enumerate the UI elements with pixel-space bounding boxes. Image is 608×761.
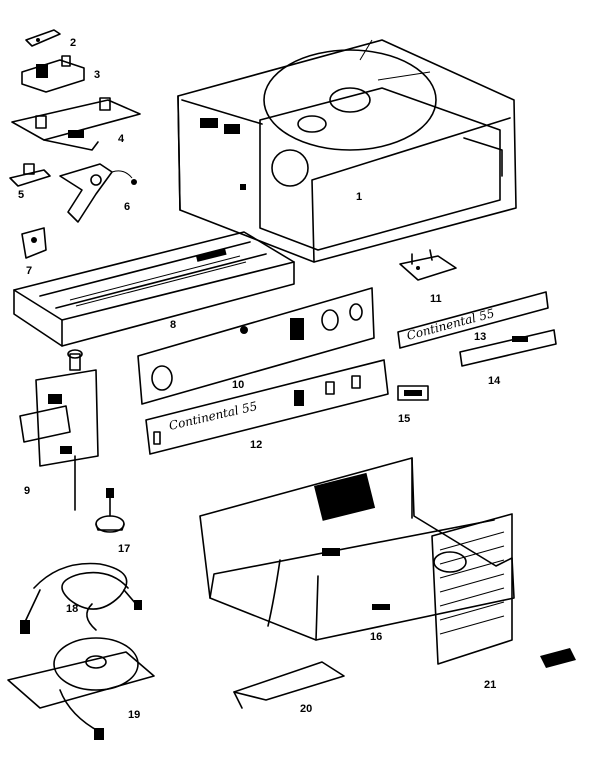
- part-2-label: 2: [70, 37, 76, 49]
- part-14-strip: [459, 329, 557, 367]
- part-7-label: 7: [26, 265, 32, 277]
- part-12-trim-strip: [145, 359, 389, 455]
- part-21-label: 21: [484, 679, 496, 691]
- part-6-lever-arm: [59, 163, 137, 223]
- part-13-label: 13: [474, 331, 486, 343]
- part-21-grille: [431, 513, 576, 668]
- part-6-label: 6: [124, 201, 130, 213]
- part-10-label: 10: [232, 379, 244, 391]
- part-1-label: 1: [356, 191, 362, 203]
- part-16-label: 16: [370, 631, 382, 643]
- part-20-label: 20: [300, 703, 312, 715]
- part-8-chassis-frame: [13, 231, 295, 347]
- part-3-head-block: [21, 55, 85, 93]
- part-15-label: 15: [398, 413, 410, 425]
- part-17-knob: [95, 488, 125, 533]
- part-2-bracket: [25, 29, 61, 47]
- part-4-plate: [11, 97, 141, 151]
- part-19-motor: [7, 603, 155, 740]
- part-9-label: 9: [24, 485, 30, 497]
- part-5-mount: [9, 163, 51, 187]
- part-1-main-cabinet: [177, 39, 517, 263]
- part-9-mechanism: [19, 349, 99, 511]
- part-14-label: 14: [488, 375, 501, 387]
- part-5-label: 5: [18, 189, 24, 201]
- part-3-label: 3: [94, 69, 100, 81]
- part-10-control-panel: [137, 287, 375, 405]
- part-12-label: 12: [250, 439, 262, 451]
- part-4-label: 4: [118, 133, 125, 145]
- trim-12-text: Continental 55: [168, 399, 259, 433]
- part-11-label: 11: [430, 293, 442, 305]
- part-15-badge: [397, 385, 429, 401]
- part-8-label: 8: [170, 319, 176, 331]
- part-11-bracket: [399, 249, 457, 281]
- part-18-power-cord: [20, 562, 142, 634]
- part-13-nameplate: [397, 291, 549, 349]
- part-20-wire-link: [233, 661, 345, 709]
- part-18-label: 18: [66, 603, 78, 615]
- part-17-label: 17: [118, 543, 130, 555]
- part-7-clip: [21, 227, 47, 259]
- part-19-label: 19: [128, 709, 140, 721]
